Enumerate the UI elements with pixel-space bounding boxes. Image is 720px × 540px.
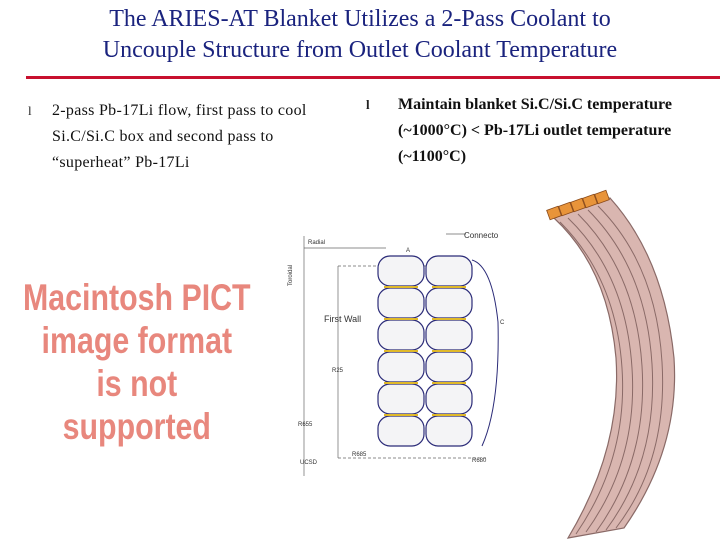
outer-wall-curve — [471, 259, 499, 447]
placeholder-line-3: is not supported — [62, 363, 211, 447]
bullet-marker-icon: l — [366, 97, 370, 112]
point-c-label: C — [500, 320, 505, 326]
bullet-text: 2-pass Pb-17Li flow, first pass to cool … — [52, 102, 307, 171]
toroidal-label: Toroidal — [288, 265, 294, 286]
bullet-two-pass-flow: l 2-pass Pb-17Li flow, first pass to coo… — [28, 98, 358, 178]
title-line-1: The ARIES-AT Blanket Utilizes a 2-Pass C… — [109, 6, 611, 32]
dimension-label-4: R680 — [472, 458, 487, 464]
unsupported-image-placeholder: Macintosh PICT image format is not suppo… — [22, 276, 252, 456]
blanket-cross-section-diagram: Radial Toroidal Connecto A First Wall B … — [288, 231, 505, 476]
dimension-label-3: R685 — [352, 452, 367, 458]
placeholder-line-2: image format — [41, 320, 233, 361]
point-a-label: A — [406, 248, 410, 254]
curved-blanket-segments — [552, 197, 676, 539]
bullet-marker-icon: l — [28, 103, 32, 118]
title-line-2: Uncouple Structure from Outlet Coolant T… — [102, 37, 618, 63]
cell-joints — [384, 286, 466, 416]
connector-label: Connecto — [464, 231, 499, 240]
bullet-temperature: l Maintain blanket Si.C/Si.C temperature… — [366, 92, 696, 172]
slide-title: The ARIES-AT Blanket Utilizes a 2-Pass C… — [0, 4, 720, 66]
dimension-label-1: R25 — [332, 368, 344, 374]
title-divider — [26, 76, 720, 79]
inlet-ports — [546, 189, 610, 221]
blanket-module-illustration — [546, 189, 676, 539]
first-wall-label: First Wall — [324, 314, 361, 324]
ucsd-label: UCSD — [300, 460, 318, 466]
radial-label: Radial — [308, 240, 325, 246]
bullet-text: Maintain blanket Si.C/Si.C temperature (… — [398, 96, 672, 165]
placeholder-line-1: Macintosh PICT — [23, 277, 251, 318]
dimension-label-2: R655 — [298, 422, 313, 428]
